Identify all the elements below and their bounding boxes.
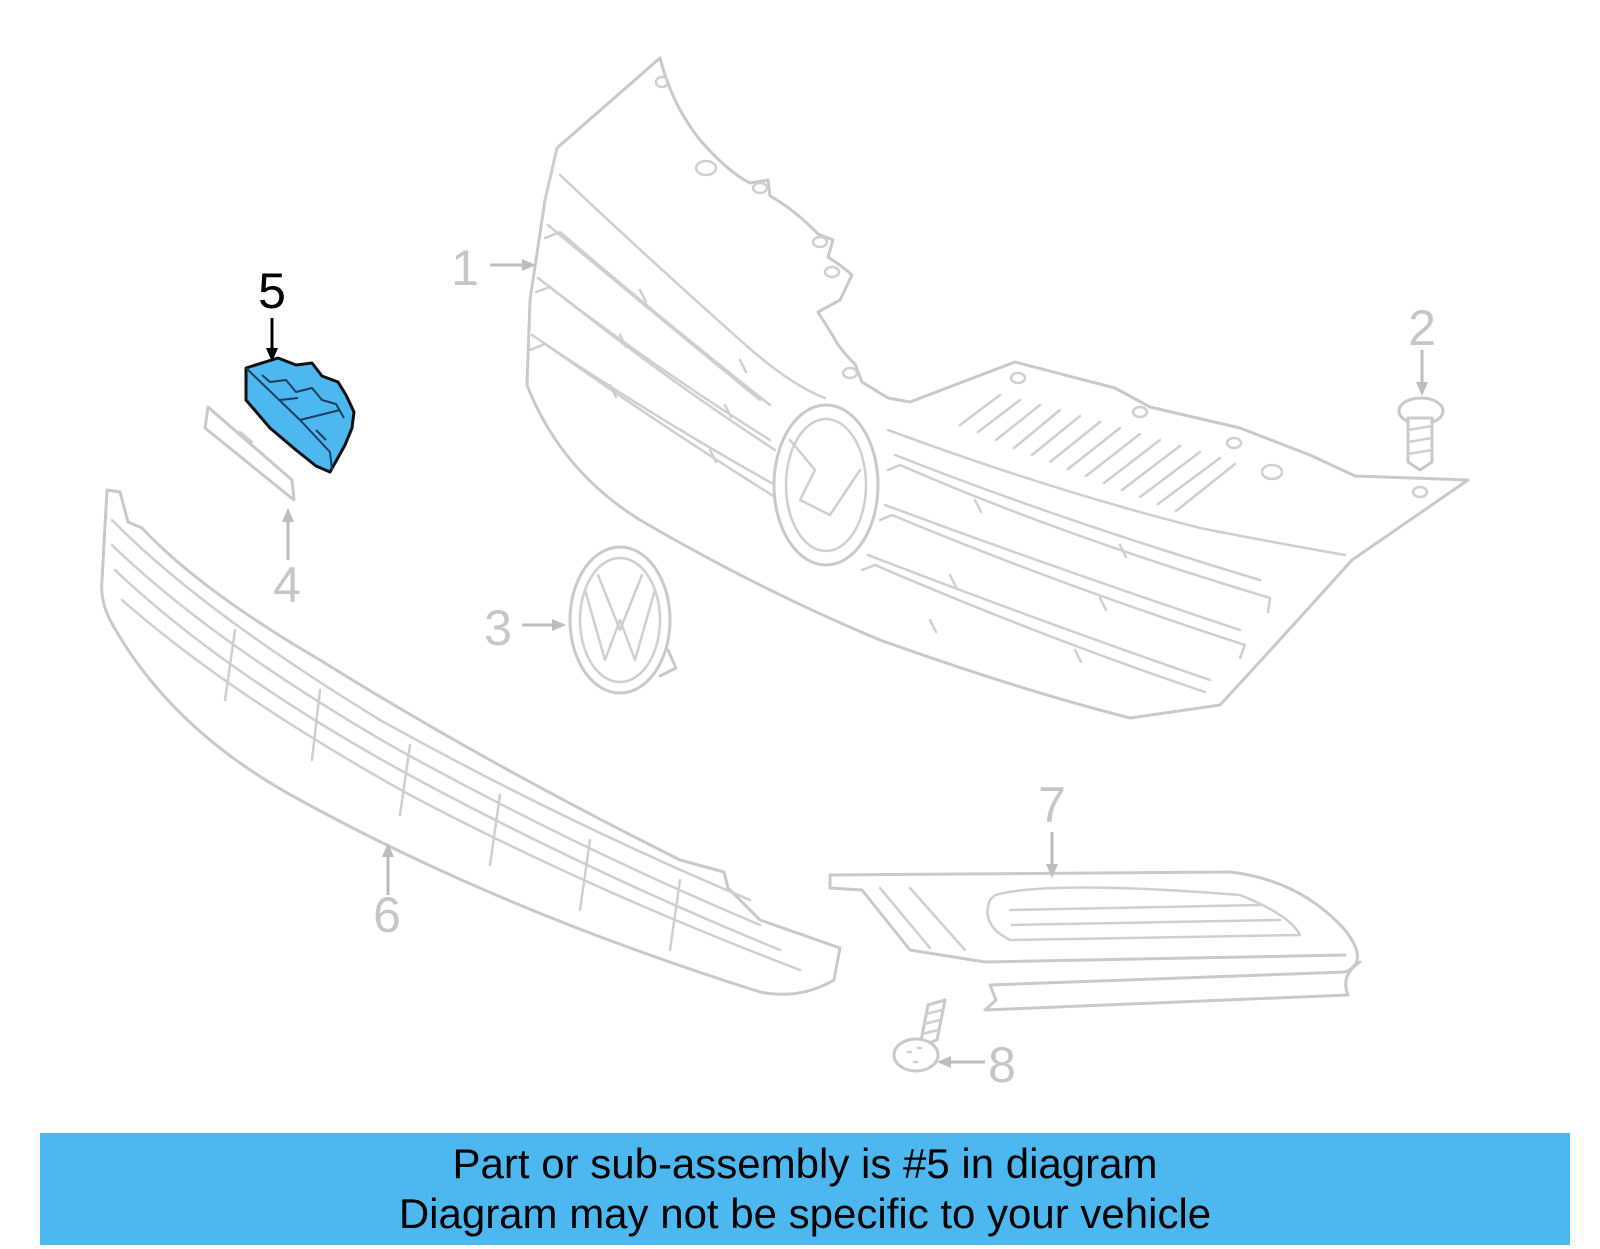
part-2-clip	[1397, 396, 1445, 472]
caption-line-2: Diagram may not be specific to your vehi…	[398, 1190, 1212, 1237]
callout-8: 8	[988, 1037, 1016, 1093]
callout-1: 1	[451, 240, 479, 296]
part-4-strip	[203, 405, 296, 502]
part-7-side-trim	[828, 870, 1362, 1012]
callout-4: 4	[273, 557, 301, 613]
part-5-bracket	[244, 356, 356, 474]
callout-3: 3	[484, 600, 512, 656]
callout-2: 2	[1408, 300, 1436, 356]
callout-5: 5	[258, 263, 286, 319]
callout-7: 7	[1038, 777, 1066, 833]
parts-diagram: 1 2 3 4 5 6 7 8	[100, 56, 1470, 1093]
callout-6: 6	[373, 887, 401, 943]
callout-arrows	[266, 259, 1428, 1068]
part-8-screw	[892, 998, 947, 1073]
caption-line-1: Part or sub-assembly is #5 in diagram	[452, 1140, 1158, 1187]
part-1-upper-grille	[525, 56, 1470, 720]
part-3-emblem	[568, 545, 678, 695]
part-6-lower-grille	[100, 488, 842, 996]
callout-labels: 1 2 3 4 5 6 7 8	[258, 240, 1436, 1093]
caption-banner: Part or sub-assembly is #5 in diagram Di…	[40, 1133, 1570, 1245]
